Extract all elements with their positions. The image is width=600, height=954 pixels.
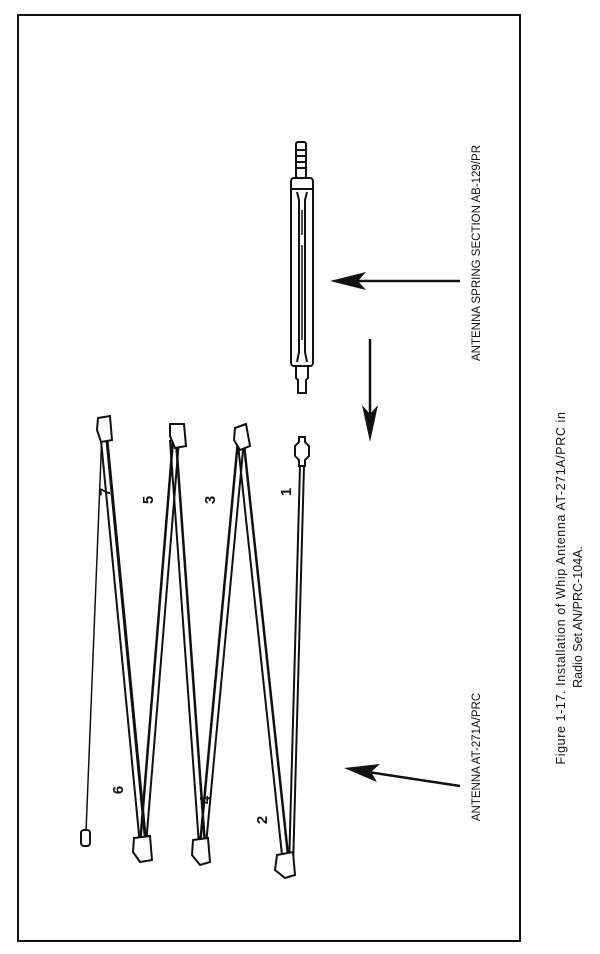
spring-section-label: ANTENNA SPRING SECTION AB-129/PR [471, 145, 483, 361]
section-number-4: 4 [197, 795, 214, 804]
antenna-drawing [80, 414, 310, 880]
antenna-label: ANTENNA AT-271A/PRC [471, 693, 483, 821]
spring-section-drawing [290, 141, 314, 394]
section-number-6: 6 [110, 786, 127, 794]
section-number-1: 1 [278, 488, 295, 496]
arrow-to-antenna [344, 764, 461, 788]
section-number-2: 2 [254, 816, 271, 824]
section-number-5: 5 [140, 496, 157, 504]
figure-caption-line1: Figure 1-17. Installation of Whip Antenn… [554, 412, 568, 765]
arrow-to-spring [330, 272, 460, 290]
section-number-3: 3 [202, 496, 219, 504]
section-number-7: 7 [97, 488, 114, 496]
figure-border [17, 14, 521, 942]
arrow-down-install [362, 339, 378, 442]
figure-caption-line2: Radio Set AN/PRC-104A. [571, 546, 585, 688]
